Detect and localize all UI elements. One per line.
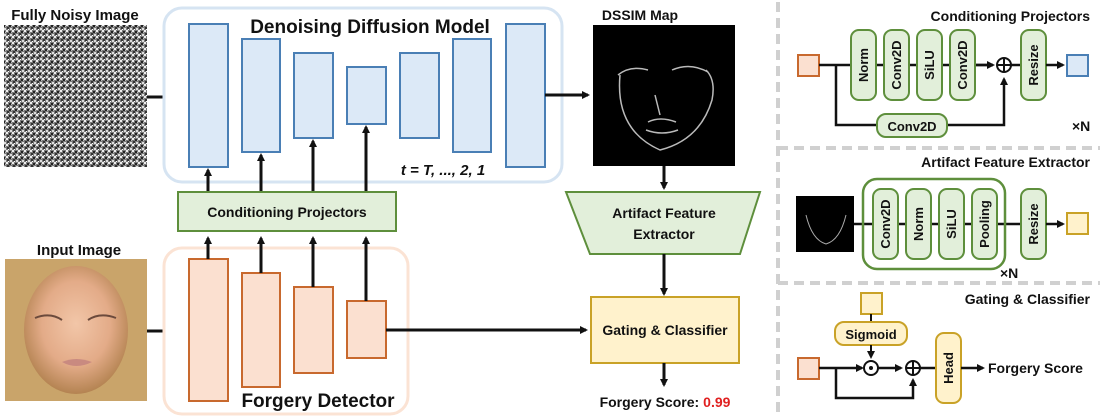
unet-block-6 — [452, 38, 492, 153]
input-image-label: Input Image — [37, 242, 121, 259]
af-block-pooling — [971, 188, 998, 260]
detector-block-3 — [293, 286, 334, 374]
diffusion-model-title: Denoising Diffusion Model — [250, 17, 490, 38]
detector-arrows-up — [204, 236, 370, 301]
af-block-resize-label: Resize — [1026, 203, 1041, 244]
dssim-map-label: DSSIM Map — [602, 7, 678, 23]
cp-output-square — [1066, 54, 1089, 77]
forgery-score-label: Forgery Score: — [600, 394, 700, 410]
unet-block-4 — [346, 66, 387, 125]
conditioning-arrows-up — [204, 125, 370, 192]
unet-block-3 — [293, 52, 334, 139]
unet-block-5 — [399, 52, 440, 139]
af-block-silu — [938, 188, 965, 260]
gc-sigmoid-label: Sigmoid — [845, 327, 896, 342]
detector-blocks — [188, 258, 387, 402]
detector-block-4 — [346, 300, 387, 359]
panel-separators — [776, 2, 1100, 418]
cp-block-conv2d-2 — [949, 29, 976, 101]
gc-add-icon — [905, 360, 921, 376]
af-dssim-thumbnail — [796, 196, 854, 252]
unet-block-7 — [505, 23, 546, 168]
cp-block-norm — [850, 29, 877, 101]
af-block-silu-label: SiLU — [944, 209, 959, 239]
gc-head-label: Head — [941, 352, 956, 384]
panel-artifact-extractor: Artifact Feature Extractor Conv2D Norm S… — [796, 154, 1091, 281]
cp-skip-conv2d — [876, 113, 948, 138]
af-repeat-group — [861, 177, 1007, 271]
cp-repeat-label: ×N — [1072, 118, 1090, 134]
artifact-extractor-label-line2: Extractor — [633, 226, 695, 242]
af-block-conv2d-label: Conv2D — [878, 199, 893, 248]
af-blocks: Conv2D Norm SiLU Pooling — [872, 188, 998, 260]
cp-block-conv2d-2-label: Conv2D — [955, 40, 970, 89]
diffusion-blocks — [188, 23, 546, 168]
cp-blocks: Norm Conv2D SiLU Conv2D — [850, 29, 976, 101]
forgery-score-value: 0.99 — [703, 394, 730, 410]
cp-block-silu-label: SiLU — [922, 50, 937, 80]
cp-skip-conv2d-label: Conv2D — [887, 119, 936, 134]
af-block-conv2d — [872, 188, 899, 260]
panel-gating-classifier: Gating & Classifier Sigmoid Head Forgery… — [797, 291, 1091, 404]
dssim-face-outline — [617, 65, 714, 151]
panel-artifact-title: Artifact Feature Extractor — [921, 154, 1090, 170]
gating-classifier-box — [590, 296, 740, 364]
conditioning-projectors-label: Conditioning Projectors — [207, 204, 367, 220]
gc-skip-path — [834, 368, 917, 400]
input-face-image — [5, 259, 147, 401]
artifact-feature-extractor-box — [564, 191, 762, 255]
cp-block-conv2d-1 — [883, 29, 910, 101]
af-repeat-label: ×N — [1000, 265, 1018, 281]
af-block-norm — [905, 188, 932, 260]
af-output-square — [1066, 212, 1089, 235]
forgery-score-readout: Forgery Score:0.99 — [600, 394, 731, 410]
gc-multiply-icon — [863, 360, 879, 376]
af-thumbnail-face — [805, 214, 847, 245]
cp-block-resize-label: Resize — [1026, 44, 1041, 85]
panel-conditioning-projectors: Conditioning Projectors Norm Conv2D SiLU… — [797, 8, 1091, 138]
gc-gate-input-square — [860, 292, 883, 315]
gc-feature-input-square — [797, 357, 820, 380]
af-block-pooling-label: Pooling — [977, 200, 992, 248]
noisy-image — [4, 25, 147, 167]
dssim-map-image — [593, 25, 735, 166]
conditioning-projectors-box — [177, 191, 397, 232]
cp-add-icon — [996, 57, 1012, 73]
noisy-image-label: Fully Noisy Image — [11, 7, 139, 24]
timestep-label: t = T, ..., 2, 1 — [401, 162, 485, 179]
artifact-extractor-label-line1: Artifact Feature — [612, 205, 716, 221]
panel-gating-title: Gating & Classifier — [965, 291, 1091, 307]
unet-block-1 — [188, 23, 229, 168]
af-block-norm-label: Norm — [911, 207, 926, 241]
unet-block-2 — [241, 38, 281, 153]
detector-block-2 — [241, 272, 281, 388]
panel-conditioning-title: Conditioning Projectors — [931, 8, 1091, 24]
cp-input-square — [797, 54, 820, 77]
detector-block-1 — [188, 258, 229, 402]
cp-block-norm-label: Norm — [856, 48, 871, 82]
cp-block-silu — [916, 29, 943, 101]
gc-output-label: Forgery Score — [988, 360, 1083, 376]
cp-block-conv2d-1-label: Conv2D — [889, 40, 904, 89]
forgery-detector-title: Forgery Detector — [241, 391, 395, 412]
gating-classifier-label: Gating & Classifier — [602, 322, 728, 338]
